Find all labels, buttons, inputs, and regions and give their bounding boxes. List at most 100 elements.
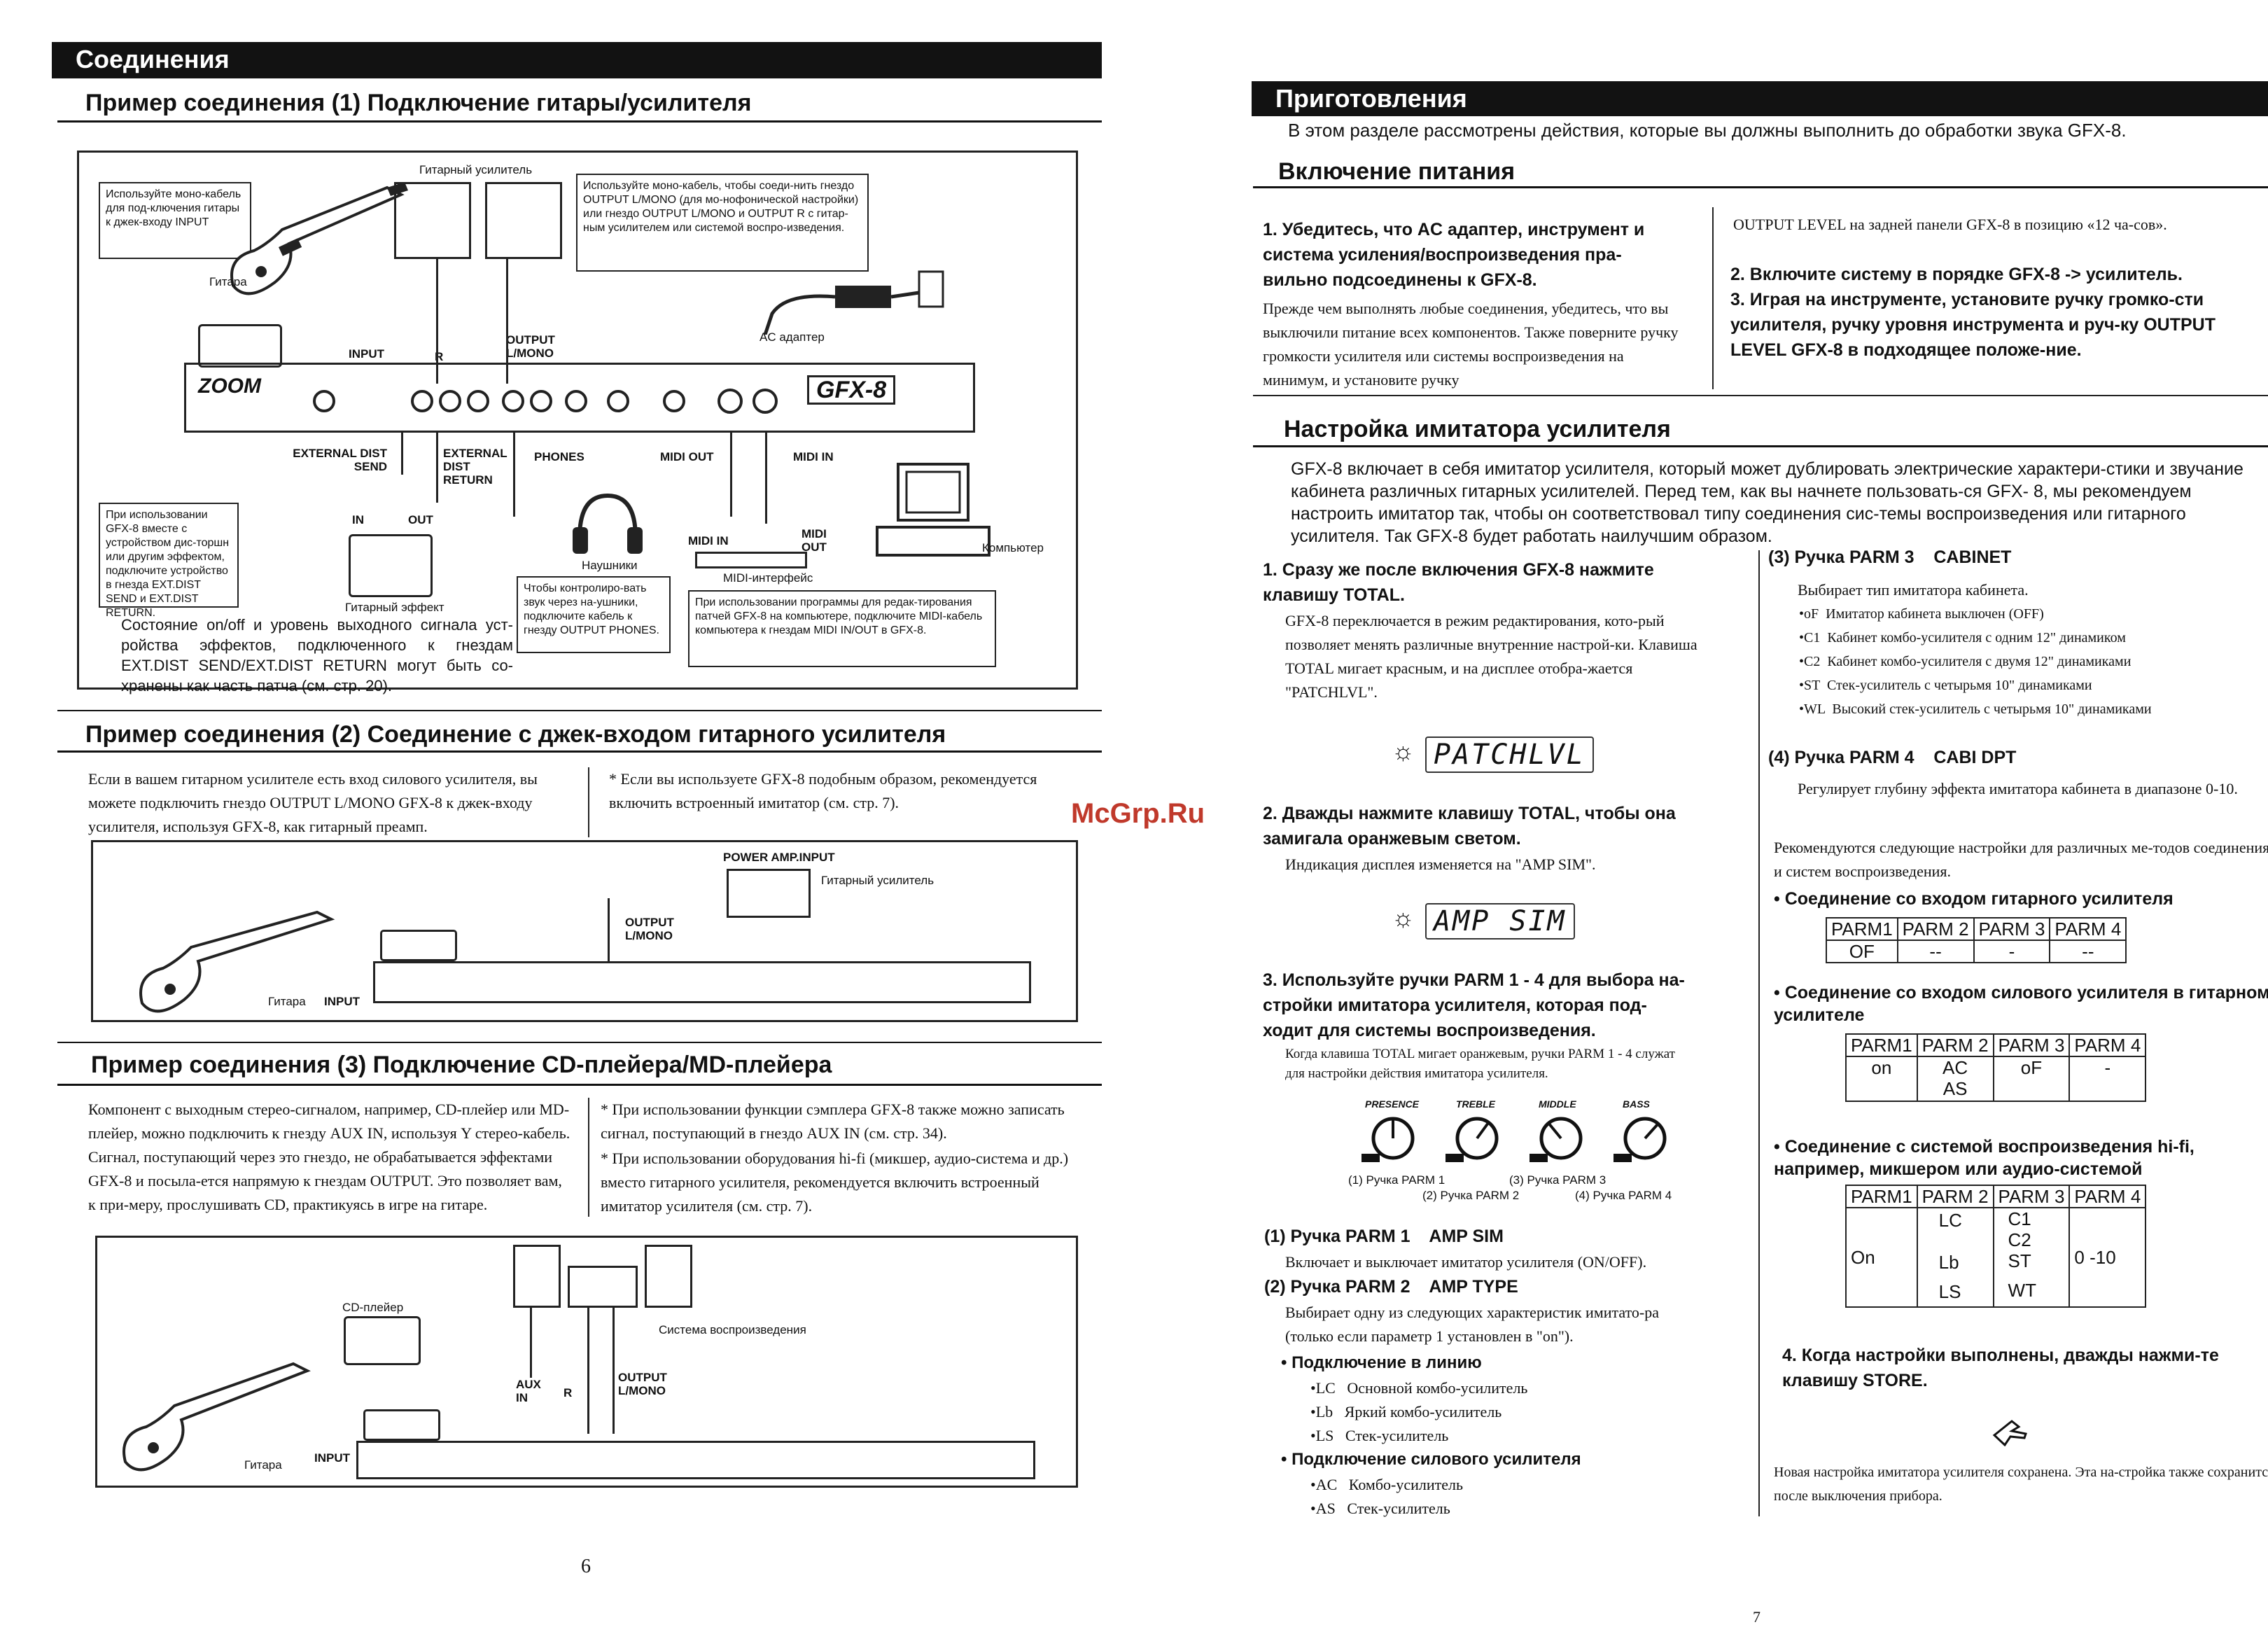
computer-icon bbox=[876, 463, 990, 557]
section-title-preparation: Приготовления bbox=[1252, 81, 2268, 116]
guitar-label-3: Гитара bbox=[244, 1458, 282, 1472]
recommendation-text: Рекомендуются следующие настройки для ра… bbox=[1774, 839, 2268, 880]
output-label-2: OUTPUT L/MONO bbox=[625, 916, 674, 942]
jack-row bbox=[313, 389, 778, 414]
table-cell-text: On bbox=[1851, 1247, 1875, 1268]
amp-label-1: Гитарный усилитель bbox=[419, 163, 533, 176]
table-cell: PARM1 bbox=[1845, 1033, 1918, 1057]
left-page-number: 6 bbox=[581, 1556, 591, 1577]
parm3-item: •C2 Кабинет комбо-усилителя с двумя 12" … bbox=[1799, 654, 2132, 669]
effect-pedal-icon bbox=[349, 534, 433, 597]
power-amp-label: POWER AMP.INPUT bbox=[723, 851, 835, 864]
table-cell-text: oF bbox=[2020, 1057, 2043, 1078]
parm-knobs[interactable] bbox=[1358, 1112, 1687, 1168]
model-gfx8: GFX-8 bbox=[807, 375, 896, 405]
note-mono-cable: Используйте моно-кабель для под-ключения… bbox=[99, 182, 251, 259]
knob-label-treble: TREBLE bbox=[1456, 1098, 1495, 1110]
table-cell: On bbox=[1845, 1207, 1918, 1308]
power-item: •AS Стек-усилитель bbox=[1310, 1500, 1450, 1517]
ext-return-label: EXTERNAL DIST RETURN bbox=[443, 447, 507, 487]
line-item: •LS Стек-усилитель bbox=[1310, 1427, 1449, 1444]
parm3-item: •WL Высокий стек-усилитель с четырьмя 10… bbox=[1799, 701, 2152, 717]
parm2-text: Выбирает одну из следующих характеристик… bbox=[1285, 1304, 1660, 1345]
sim-step2-heading: 2. Дважды нажмите клавишу TOTAL, чтобы о… bbox=[1263, 804, 1676, 849]
table-cell: PARM 2 bbox=[1916, 1033, 1994, 1057]
power-step1-cont: OUTPUT LEVEL на задней панели GFX-8 в по… bbox=[1733, 216, 2167, 233]
table-cell-text: LS bbox=[1938, 1281, 1961, 1302]
table-cell-text: AS bbox=[1942, 1078, 1968, 1099]
speaker-right-icon bbox=[645, 1245, 692, 1308]
power-amp-icon bbox=[727, 869, 811, 918]
table-cell: PARM1 bbox=[1826, 917, 1898, 941]
midi-interface-icon bbox=[695, 552, 807, 568]
cable-7 bbox=[765, 433, 767, 524]
preparation-intro: В этом разделе рассмотрены действия, кот… bbox=[1288, 120, 2127, 141]
computer-label: Компьютер bbox=[982, 541, 1044, 554]
table-cell: PARM 2 bbox=[1896, 917, 1975, 941]
note-mono-output: Используйте моно-кабель, чтобы соеди-нит… bbox=[576, 174, 869, 272]
table-cell: OF bbox=[1826, 940, 1898, 963]
example3-rule bbox=[57, 1084, 1102, 1086]
power-rule bbox=[1253, 186, 2268, 188]
amp-cabinet-right bbox=[485, 182, 562, 259]
cable-3-3 bbox=[612, 1308, 615, 1434]
table-cell: PARM 2 bbox=[1916, 1185, 1994, 1208]
table-cell-text: on bbox=[1871, 1057, 1892, 1078]
power-connection-list: •AC Комбо-усилитель •AS Стек-усилитель bbox=[1310, 1473, 1463, 1521]
parm4-title: (4) Ручка PARM 4 CABI DPT bbox=[1768, 748, 2017, 767]
table-cell-text: C1 bbox=[2008, 1208, 2031, 1229]
speaker-left-icon bbox=[513, 1245, 561, 1308]
table-cell: PARM 3 bbox=[1992, 1185, 2071, 1208]
pedal-icon-2 bbox=[380, 930, 457, 961]
sim-column-divider bbox=[1758, 550, 1760, 1516]
table-cell-text: LC bbox=[1938, 1210, 1962, 1231]
table-cell: oF bbox=[1992, 1056, 2071, 1102]
table-cell: PARM1 bbox=[1845, 1185, 1918, 1208]
note-phones: Чтобы контролиро-вать звук через на-ушни… bbox=[517, 576, 671, 653]
cable-2 bbox=[506, 258, 508, 384]
example3-title: Пример соединения (3) Подключение CD-пле… bbox=[91, 1052, 832, 1078]
example2-rule-top bbox=[57, 710, 1102, 711]
right-page: Приготовления В этом разделе рассмотрены… bbox=[1120, 0, 2268, 1627]
table-hifi-system: PARM1 PARM 2 PARM 3 PARM 4 On LC Lb LS C… bbox=[1845, 1185, 2147, 1308]
cable-3-2 bbox=[587, 1308, 589, 1434]
watermark: McGrp.Ru bbox=[1071, 798, 1205, 829]
example3-rule-top bbox=[57, 1042, 1102, 1043]
r-label-3: R bbox=[564, 1386, 573, 1399]
gfx8-unit-rear bbox=[184, 363, 975, 433]
parm3-list: •oF Имитатор кабинета выключен (OFF) •C1… bbox=[1799, 602, 2152, 721]
sim-step2-text: Индикация дисплея изменяется на "AMP SIM… bbox=[1285, 856, 1596, 873]
pedal-icon-3 bbox=[363, 1409, 440, 1441]
cable-1 bbox=[436, 258, 438, 384]
table3-title: • Соединение с системой воспроизведения … bbox=[1774, 1137, 2194, 1179]
table-cell: LC Lb LS bbox=[1916, 1207, 1994, 1308]
lcd-patchlvl: PATCHLVL bbox=[1425, 736, 1594, 773]
right-page-number: 7 bbox=[1753, 1608, 1760, 1626]
knob-label-presence: PRESENCE bbox=[1365, 1098, 1420, 1110]
table-cell: 0 -10 bbox=[2068, 1207, 2147, 1308]
jack-output-label: OUTPUT L/MONO bbox=[506, 333, 555, 360]
table-cell: PARM 4 bbox=[2049, 917, 2127, 941]
example1-title: Пример соединения (1) Подключение гитары… bbox=[85, 90, 752, 116]
note-ext-dist: При использовании GFX-8 вместе с устройс… bbox=[99, 503, 239, 619]
aux-label: AUX IN bbox=[516, 1378, 541, 1404]
example2-title: Пример соединения (2) Соединение с джек-… bbox=[85, 721, 946, 748]
power-step2: 2. Включите систему в порядке GFX-8 -> у… bbox=[1730, 265, 2183, 284]
amp-cabinet-left bbox=[394, 182, 471, 259]
section-title-connections: Соединения bbox=[52, 42, 1102, 78]
line-connection-list: •LC Основной комбо-усилитель •Lb Яркий к… bbox=[1310, 1376, 1527, 1448]
midi-out-label: MIDI OUT bbox=[660, 450, 714, 463]
display-icon-1: ☼ bbox=[1392, 736, 1415, 765]
cable-6 bbox=[730, 433, 732, 517]
output-label-3: OUTPUT L/MONO bbox=[618, 1371, 667, 1397]
brand-zoom: ZOOM bbox=[198, 375, 261, 398]
knob-caption-2: (2) Ручка PARM 2 bbox=[1422, 1189, 1520, 1202]
table1-title: • Соединение со входом гитарного усилите… bbox=[1774, 889, 2174, 909]
effect-label: Гитарный эффект bbox=[345, 601, 444, 614]
gfx8-unit-2 bbox=[373, 961, 1031, 1003]
table-cell: PARM 4 bbox=[2068, 1185, 2147, 1208]
guitar-icon-3 bbox=[122, 1362, 311, 1472]
power-step1-heading: 1. Убедитесь, что AC адаптер, инструмент… bbox=[1263, 220, 1645, 290]
